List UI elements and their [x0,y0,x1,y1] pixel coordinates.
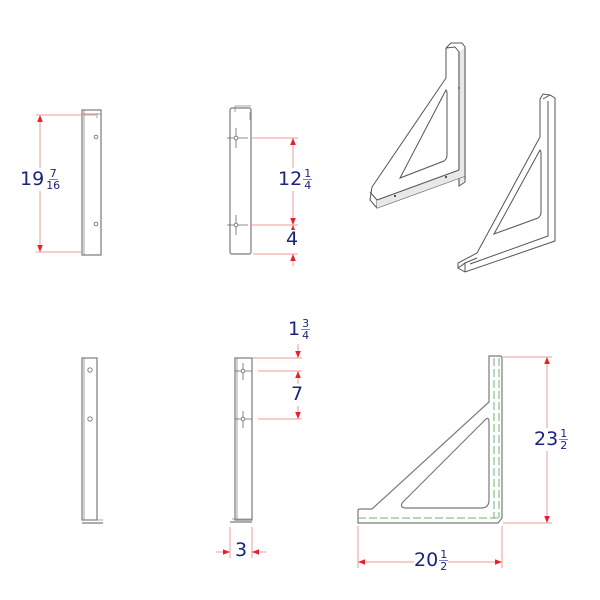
dimension-label-width-front: 3 [235,539,248,561]
dimension-label-hole-spacing-front: 7 [291,383,304,405]
mounting-hole [93,134,99,140]
front-view-bottom-middle [216,344,302,558]
isometric-bracket-right [457,93,556,273]
front-view-bottom-left [81,357,103,524]
isometric-bracket-left [369,42,466,209]
mounting-hole [87,367,93,373]
dimension-label-bottom-offset-side: 4 [286,228,299,250]
mounting-hole [93,221,99,227]
profile-view-bottom-right [357,355,552,568]
side-view-top-left [36,109,102,256]
mounting-hole [87,416,93,422]
side-view-top-middle [227,105,298,266]
